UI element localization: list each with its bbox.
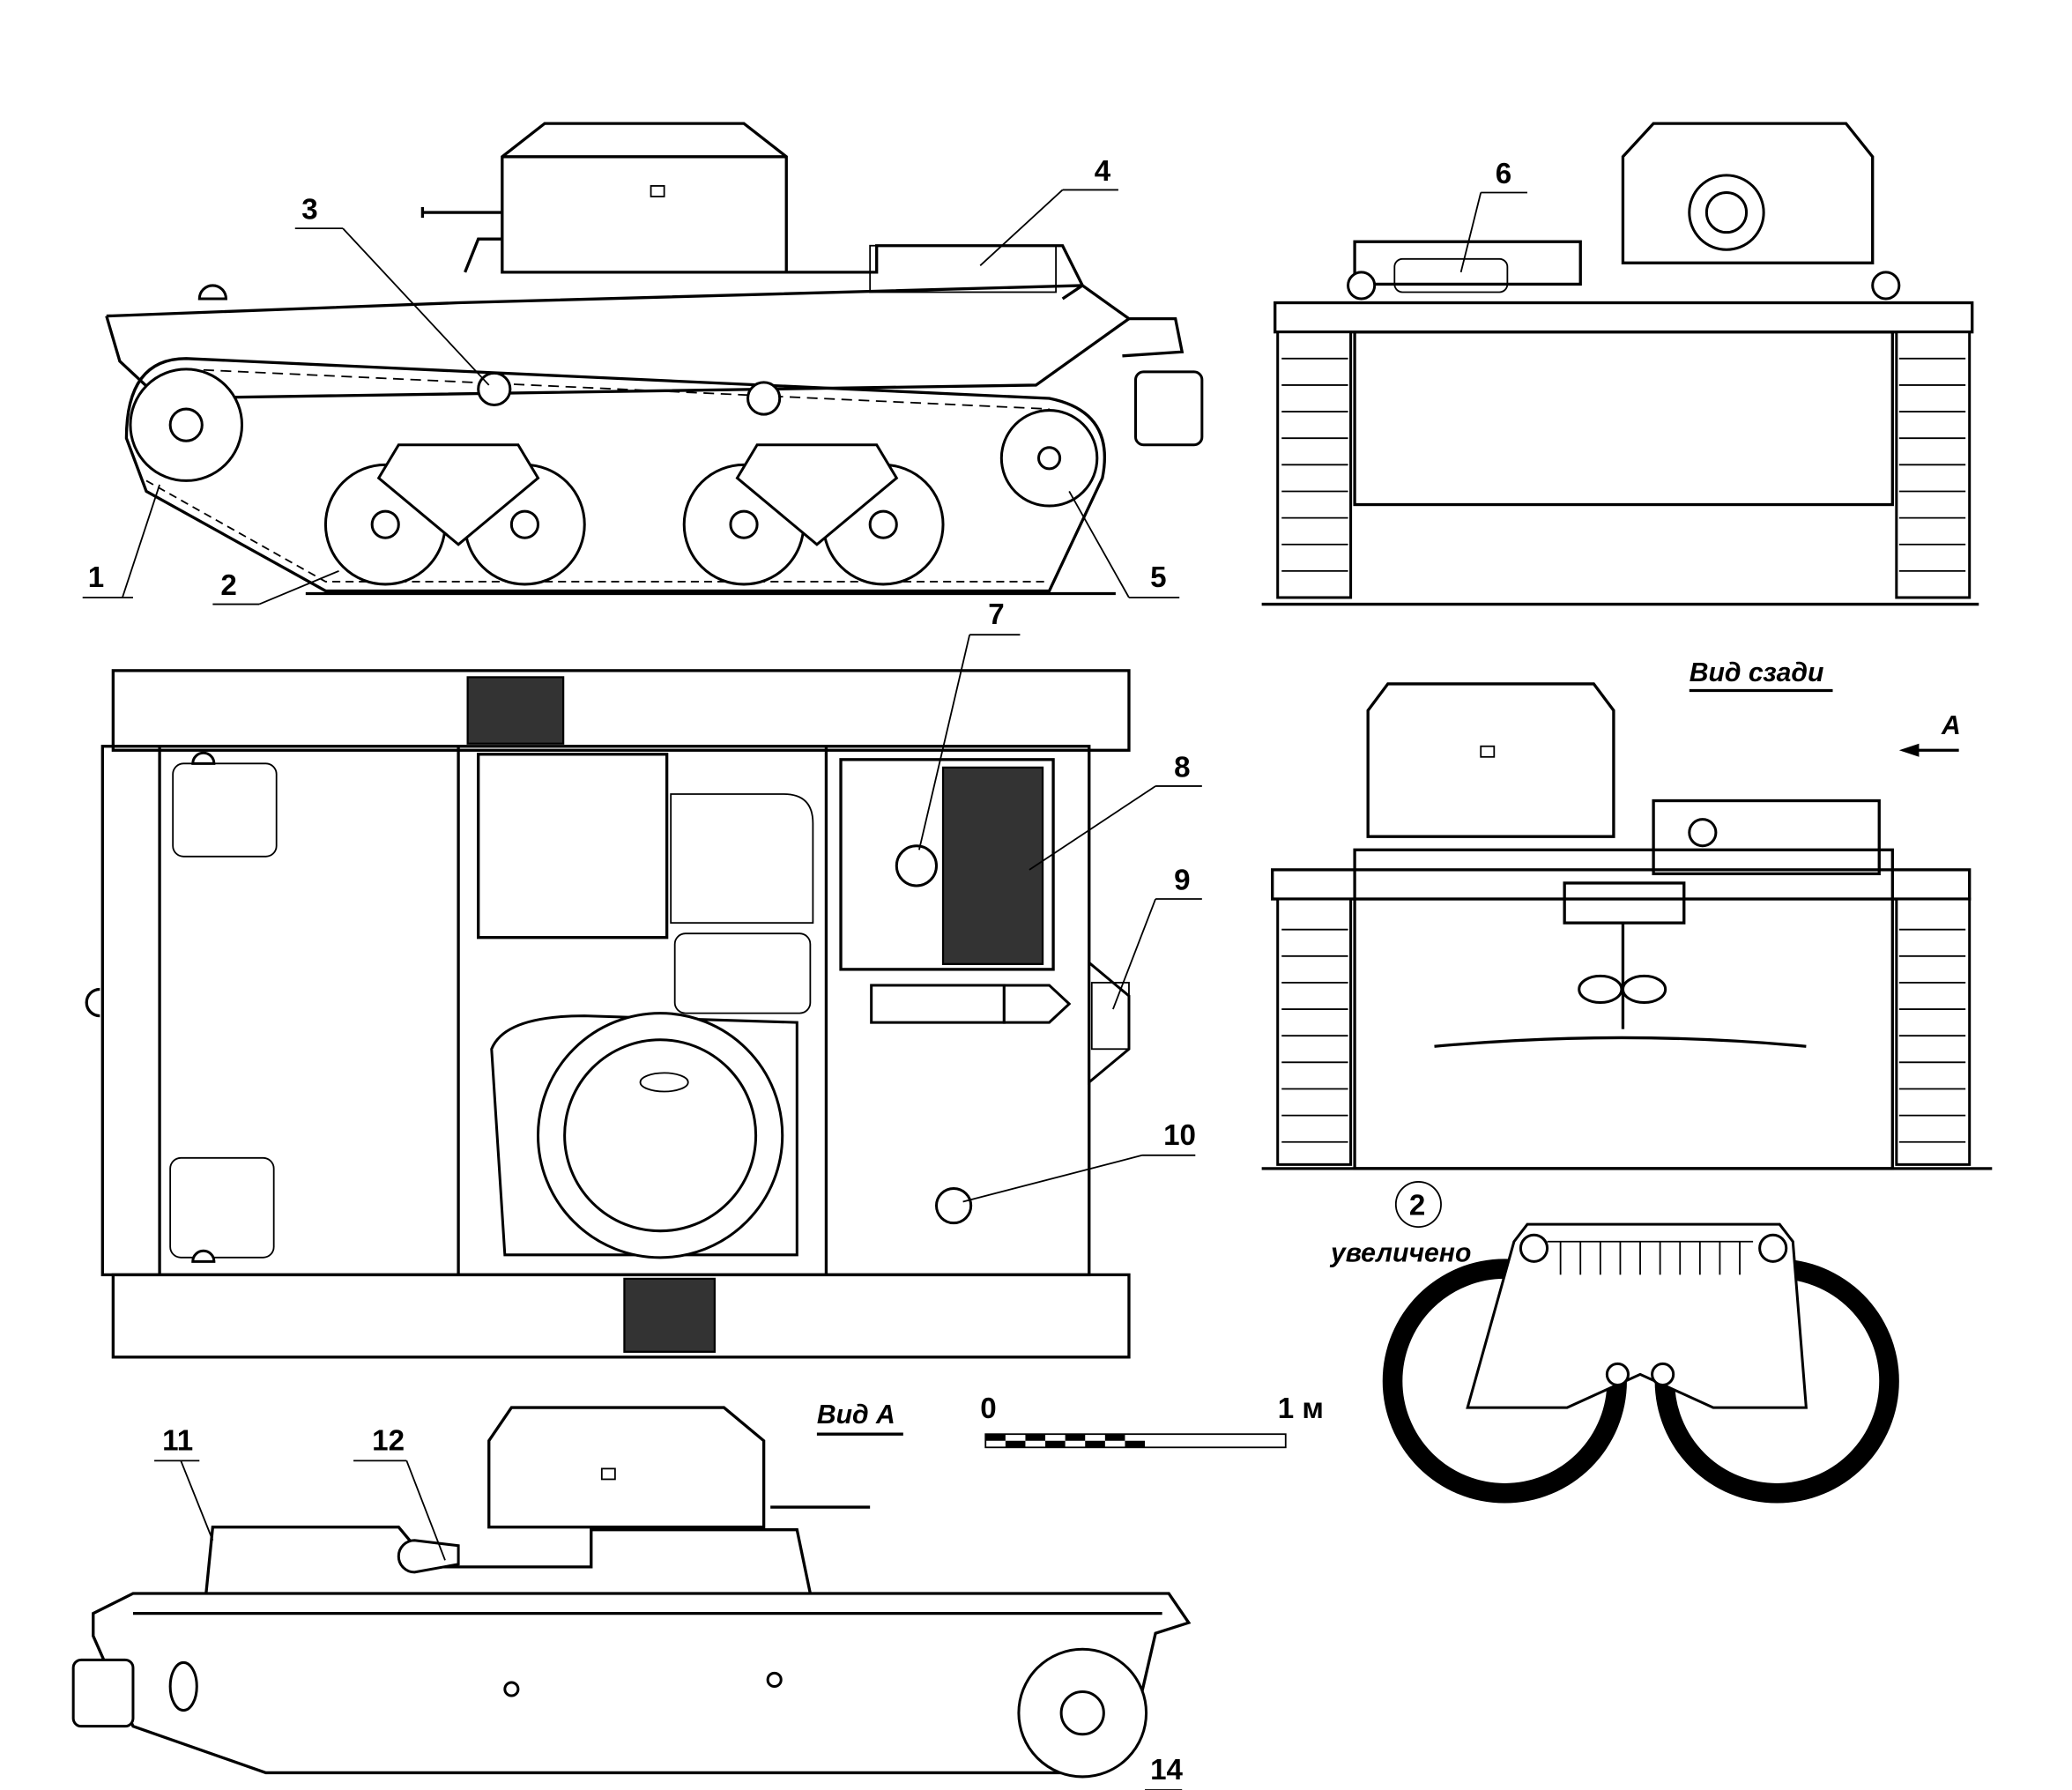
svg-text:14: 14 — [1150, 1754, 1183, 1786]
left-fender — [111, 669, 1131, 752]
svg-text:5: 5 — [1150, 561, 1166, 594]
svg-text:12: 12 — [372, 1424, 405, 1457]
callout-7: 7 — [918, 598, 1021, 850]
right-fender — [111, 1273, 1131, 1359]
hull-view-a — [92, 1592, 1192, 1775]
scale-bar: 0 1 м — [980, 1393, 1324, 1449]
front-hull — [1353, 331, 1894, 507]
callout-8: 8 — [1029, 751, 1202, 871]
svg-text:9: 9 — [1174, 864, 1190, 896]
side-view — [105, 122, 1204, 596]
view-a-arrow: А — [1898, 711, 1961, 757]
callout-6: 6 — [1459, 158, 1527, 273]
track — [124, 357, 1106, 593]
spring — [1547, 1240, 1754, 1275]
turret-hatch — [563, 1038, 758, 1233]
propeller — [1578, 974, 1623, 1005]
callout-5: 5 — [1068, 491, 1180, 598]
svg-text:4: 4 — [1095, 155, 1111, 188]
road-wheels — [323, 443, 945, 586]
track-guard — [1274, 301, 1974, 334]
svg-text:7: 7 — [988, 598, 1004, 631]
svg-text:Вид сзади: Вид сзади — [1690, 658, 1824, 687]
hatch-6 — [1393, 257, 1509, 293]
callout-9: 9 — [1112, 864, 1202, 1010]
svg-text:2: 2 — [220, 569, 236, 602]
front-view — [1261, 122, 1979, 606]
callout-4: 4 — [979, 155, 1118, 267]
callout-11: 11 — [154, 1424, 214, 1541]
svg-text:11: 11 — [162, 1424, 193, 1457]
svg-text:увеличено: увеличено — [1329, 1238, 1471, 1267]
rudder — [1133, 370, 1204, 447]
svg-text:8: 8 — [1174, 751, 1190, 784]
turret-front — [1621, 122, 1875, 264]
callout-12: 12 — [353, 1424, 446, 1561]
callout-1: 1 — [82, 484, 160, 598]
engine-deck-4 — [869, 244, 1058, 293]
svg-text:2: 2 — [1409, 1190, 1425, 1222]
rear-view: Вид сзади А — [1261, 658, 1993, 1170]
bogie-frame — [1466, 1222, 1808, 1409]
headlight — [197, 284, 227, 301]
hull-top — [106, 284, 1185, 358]
callout-2: 2 — [212, 569, 339, 605]
propeller — [168, 1660, 198, 1712]
svg-text:Вид А: Вид А — [817, 1400, 895, 1430]
arrow-left-icon — [1898, 743, 1920, 757]
turret — [501, 122, 788, 274]
engine-grille-8 — [941, 766, 1044, 965]
driver-hatch — [477, 753, 669, 940]
detail-number-circle — [1394, 1181, 1442, 1229]
grille — [623, 1277, 717, 1353]
callout-10: 10 — [962, 1119, 1196, 1203]
svg-text:1 м: 1 м — [1278, 1393, 1324, 1425]
grille — [466, 676, 565, 745]
svg-text:1: 1 — [88, 561, 104, 594]
svg-text:А: А — [1941, 711, 1961, 740]
svg-text:3: 3 — [301, 194, 317, 227]
svg-text:0: 0 — [980, 1393, 996, 1425]
svg-text:6: 6 — [1496, 158, 1511, 190]
callout-3: 3 — [294, 194, 490, 386]
svg-text:10: 10 — [1163, 1119, 1196, 1152]
suspension-detail: 2 увеличено — [1329, 1181, 1899, 1504]
machine-gun — [420, 207, 502, 219]
view-a: Вид А — [71, 1400, 1192, 1779]
top-view — [85, 669, 1131, 1359]
callout-14: 14 — [1145, 1754, 1183, 1790]
return-roller — [746, 381, 782, 416]
